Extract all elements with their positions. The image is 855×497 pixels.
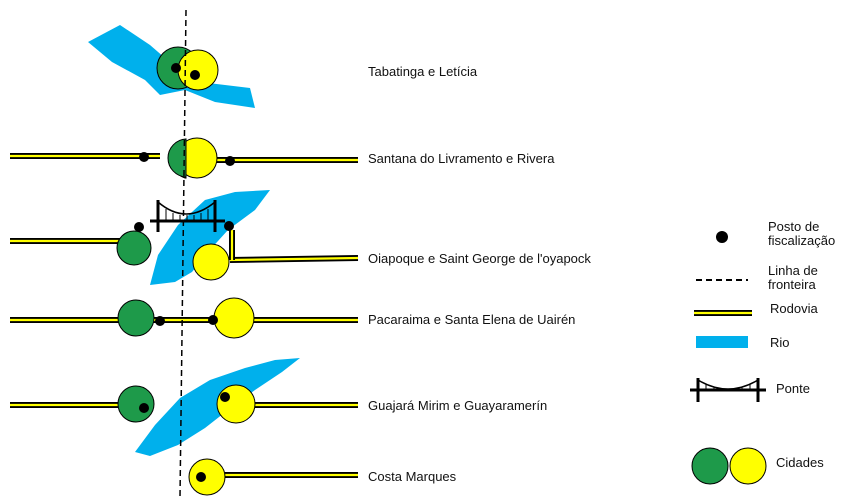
legend-linha-line2: fronteira (768, 277, 816, 292)
label-oiapoque: Oiapoque e Saint George de l'oyapock (368, 251, 591, 266)
legend-graphics (690, 231, 767, 485)
city-leticia (177, 49, 219, 91)
river-tabatinga (88, 25, 255, 108)
legend-linha-line1: Linha de (768, 263, 818, 278)
label-santana: Santana do Livramento e Rivera (368, 151, 555, 166)
legend-rio-icon (696, 336, 748, 348)
label-pacaraima: Pacaraima e Santa Elena de Uairén (368, 312, 576, 327)
river-oiapoque (150, 190, 270, 285)
legend-cidades-label: Cidades (776, 455, 824, 470)
legend-cidade-yellow-icon (729, 447, 767, 485)
label-costa: Costa Marques (368, 469, 457, 484)
label-tabatinga: Tabatinga e Letícia (368, 64, 478, 79)
city-santa-elena (213, 297, 255, 339)
city-saint-george (192, 243, 230, 281)
legend-ponte-icon (690, 378, 766, 402)
legend-ponte-label: Ponte (776, 381, 810, 396)
legend-cidade-green-icon (691, 447, 729, 485)
legend-linha-label: Linha de fronteira (768, 264, 818, 292)
legend-posto-icon (716, 231, 728, 243)
city-costa-marques (188, 458, 226, 496)
legend-posto-line1: Posto de (768, 219, 820, 234)
roads (10, 153, 359, 478)
bridge-oiapoque (150, 200, 225, 232)
city-guayaramerin (216, 384, 256, 424)
legend-posto-label: Posto de fiscalização (768, 220, 835, 248)
legend-posto-line2: fiscalização (768, 233, 836, 248)
label-guajara: Guajará Mirim e Guayaramerín (368, 398, 548, 413)
legend-rodovia-label: Rodovia (770, 301, 818, 316)
checkpoints (134, 63, 235, 482)
border-line (179, 9, 187, 497)
legend-rio-label: Rio (770, 335, 790, 350)
city-pacaraima (117, 299, 155, 337)
city-guajara-mirim (117, 385, 155, 423)
city-oiapoque (116, 230, 152, 266)
